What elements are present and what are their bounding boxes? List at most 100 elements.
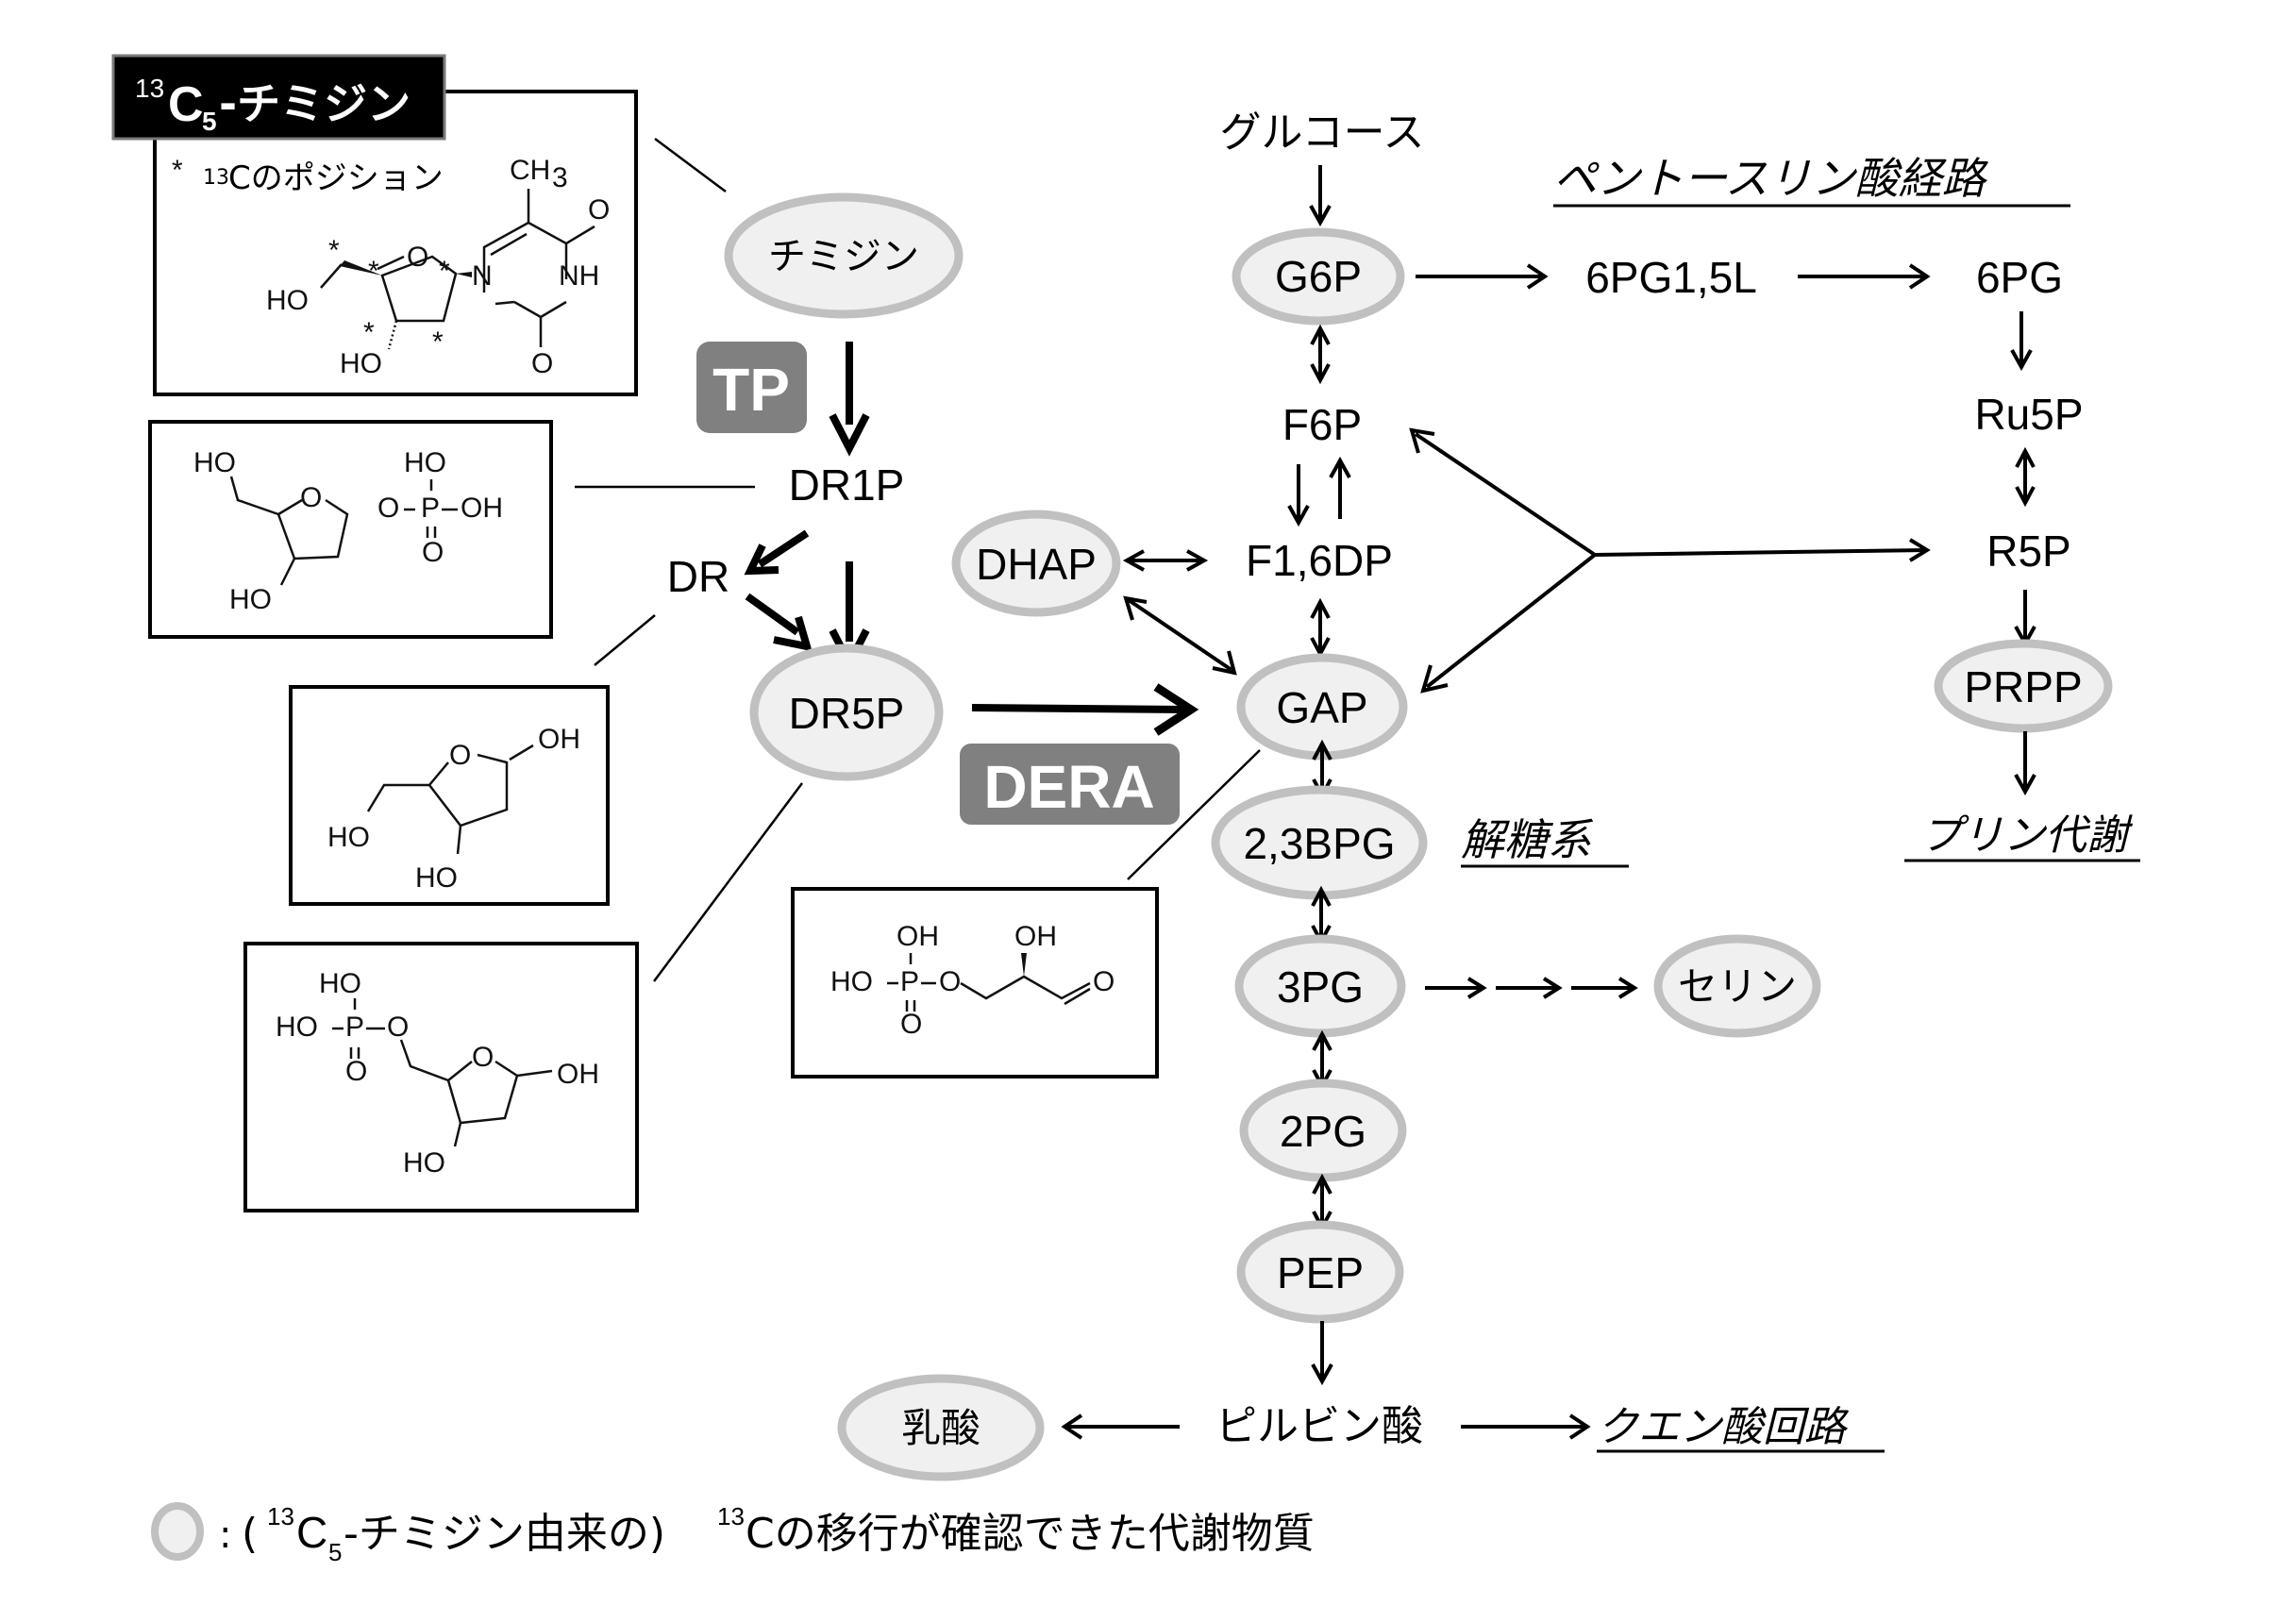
ring-oxygen: O	[407, 242, 428, 273]
wedge-bond-n	[456, 272, 472, 277]
title-badge-bg	[111, 54, 446, 141]
node-thymidine[interactable]: チミジン	[768, 235, 919, 278]
arrowhead	[744, 543, 779, 576]
arrowhead	[1908, 538, 1931, 562]
node-dhap[interactable]: DHAP	[976, 540, 1097, 589]
star-c2: *	[432, 326, 444, 358]
dr1p-p: P	[421, 493, 440, 524]
gap-wedge	[1021, 953, 1027, 977]
tp-badge-bg	[696, 342, 807, 433]
dr5p-oh: OH	[557, 1059, 599, 1090]
gap-oh1: OH	[897, 921, 939, 952]
dr-box-frame	[289, 685, 610, 906]
arrowhead	[1466, 977, 1487, 999]
bidir-arrow-3pg-2pg	[1312, 1029, 1332, 1091]
dr5p-bonds	[332, 998, 553, 1147]
gap-bonds	[887, 953, 1091, 1012]
pathway-purine[interactable]: プリン代謝	[1920, 811, 2134, 860]
dr1p-ho-p: HO	[404, 447, 446, 478]
legend-c: C	[296, 1508, 327, 1557]
node-prpp[interactable]: PRPP	[1964, 662, 2082, 711]
node-prpp-ellipse[interactable]	[1934, 639, 2113, 733]
pathway-pentose-phosphate[interactable]: ペントースリン酸経路	[1553, 153, 1989, 204]
bidir-arrow-dhap-f16dp	[1122, 549, 1209, 572]
arrowhead	[1526, 263, 1549, 290]
legend-sup2: 13	[717, 1502, 745, 1530]
legend-sup1: 13	[267, 1502, 294, 1530]
node-6pg[interactable]: 6PG	[1976, 253, 2063, 302]
gap-ho: HO	[830, 966, 873, 997]
node-6pg15l[interactable]: 6PG1,5L	[1585, 253, 1757, 302]
arrow-dr-dr5p	[745, 593, 800, 636]
node-2pg[interactable]: 2PG	[1280, 1107, 1366, 1156]
node-g6p-ellipse[interactable]	[1232, 227, 1405, 326]
dr-o-ring: O	[449, 740, 471, 771]
dr1p-structure-box: HO O O P OH HO O HO	[148, 420, 553, 639]
node-serine[interactable]: セリン	[1678, 963, 1797, 1010]
pyrimidine-bonds	[482, 189, 595, 293]
star-c4: *	[368, 256, 379, 287]
node-pep-ellipse[interactable]	[1236, 1220, 1404, 1324]
arrowhead	[1617, 977, 1638, 999]
node-dr[interactable]: DR	[667, 552, 729, 601]
bidir-arrow-f16dp-gap	[1310, 597, 1331, 659]
dr1p-o-link: O	[377, 493, 399, 524]
bidir-arrow-dhap-gap	[1123, 595, 1237, 676]
node-lactate-ellipse[interactable]	[837, 1374, 1045, 1481]
connector-dr5p	[652, 782, 804, 982]
connector-thymidine	[654, 137, 727, 193]
dr5p-ho-left: HO	[276, 1012, 318, 1043]
bidir-heads	[1123, 595, 1237, 676]
node-ru5p[interactable]: Ru5P	[1974, 390, 2083, 439]
dr1p-ho-bottom: HO	[229, 584, 272, 615]
node-dr1p[interactable]: DR1P	[789, 460, 905, 510]
star-marker: *	[172, 155, 183, 186]
pathway-glycolysis[interactable]: 解糖系	[1461, 814, 1594, 865]
node-f6p[interactable]: F6P	[1282, 400, 1362, 449]
node-thymidine-ellipse[interactable]	[724, 192, 964, 319]
node-dhap-ellipse[interactable]	[951, 510, 1121, 617]
dr-oh: OH	[538, 724, 580, 755]
node-r5p[interactable]: R5P	[1986, 527, 2070, 576]
arrow-dr5p-gap	[971, 704, 1185, 713]
star-c3: *	[363, 317, 375, 348]
node-f16dp[interactable]: F1,6DP	[1246, 536, 1393, 585]
node-g6p[interactable]: G6P	[1275, 252, 1362, 301]
pathway-tca[interactable]: クエン酸回路	[1597, 1403, 1850, 1451]
node-pep[interactable]: PEP	[1277, 1248, 1364, 1297]
arrow-dr1p-dr	[757, 529, 810, 568]
ch2-bond	[320, 263, 343, 289]
arrowhead	[773, 615, 813, 652]
node-gap[interactable]: GAP	[1276, 683, 1367, 732]
node-3pg-ellipse[interactable]	[1234, 934, 1406, 1038]
node-dr5p[interactable]: DR5P	[789, 689, 905, 738]
o-bottom: O	[531, 348, 553, 379]
arrowhead	[1568, 1413, 1591, 1440]
nh-label: NH	[559, 260, 599, 292]
gap-p: P	[900, 966, 919, 997]
node-dr5p-ellipse[interactable]	[749, 644, 944, 781]
node-lactate[interactable]: 乳酸	[901, 1405, 980, 1451]
methyl-label: CH	[510, 155, 550, 186]
legend-rest: Cの移行が確認できた代謝物質	[746, 1510, 1315, 1558]
dr-ho-bottom: HO	[415, 862, 458, 894]
arrowhead	[1542, 977, 1563, 999]
gap-structure-box: OH OH HO P O O O	[791, 887, 1159, 1079]
node-23bpg[interactable]: 2,3BPG	[1243, 819, 1395, 868]
arrowhead	[1908, 263, 1931, 290]
methyl-sub: 3	[552, 162, 568, 193]
dr1p-box-frame	[148, 420, 553, 639]
dr1p-bonds	[229, 476, 458, 586]
node-3pg[interactable]: 3PG	[1277, 962, 1364, 1012]
arrowhead	[1311, 1363, 1333, 1386]
node-serine-ellipse[interactable]	[1653, 934, 1821, 1038]
pyrimidine-bonds-lower	[494, 300, 567, 347]
bidir-arrow-g6p-f6p	[1310, 324, 1331, 385]
title-sub: 5	[202, 107, 217, 136]
node-glucose[interactable]: グルコース	[1220, 109, 1425, 157]
dr5p-o-link: O	[387, 1012, 409, 1043]
node-pyruvate[interactable]: ピルビン酸	[1215, 1402, 1423, 1450]
thymidine-box-frame	[153, 90, 638, 396]
arrowhead	[1287, 505, 1310, 527]
